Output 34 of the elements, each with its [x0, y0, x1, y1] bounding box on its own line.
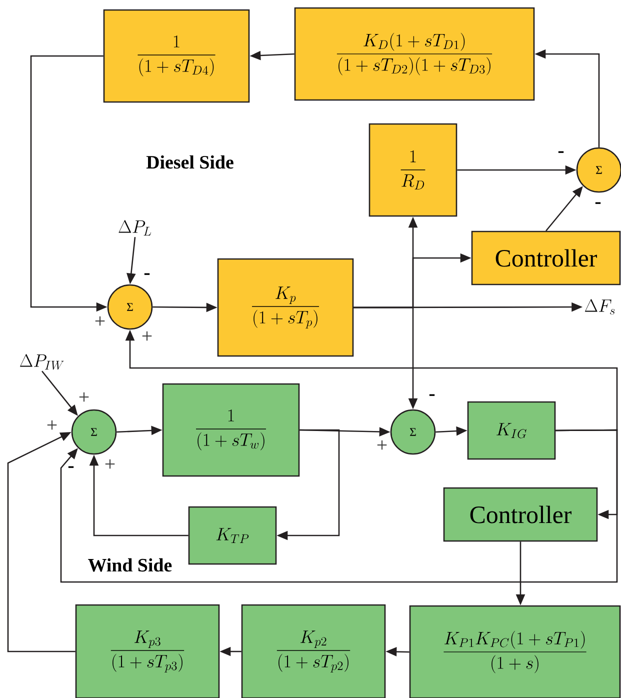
sign-label: +: [79, 392, 89, 402]
transfer-function-block: $\frac{K_{p2}}{(1+sT_{p2})}$: [241, 604, 386, 698]
signal-label: $\Delta P_L$: [118, 220, 152, 236]
transfer-function-block: $\frac{K_D(1+sT_{D1})}{(1+sT_{D2})(1+sT_{D3})}$: [294, 7, 535, 101]
signal-label: $\Delta F_s$: [584, 299, 615, 315]
sign-label: -: [429, 394, 435, 396]
side-label: Wind Side: [88, 558, 172, 572]
sign-label: +: [142, 331, 152, 341]
sign-label: -: [558, 151, 564, 153]
controller-block: Controller: [443, 487, 598, 542]
side-label: Diesel Side: [146, 155, 234, 169]
transfer-function-block: $\frac{1}{(1+sT_{D4})}$: [103, 9, 250, 103]
summing-junction: Σ: [107, 284, 153, 330]
sign-label: -: [595, 202, 601, 204]
sign-label: +: [377, 440, 387, 450]
transfer-function-block: $K_{TP}$: [188, 506, 277, 565]
sign-label: -: [144, 273, 150, 275]
sign-label: +: [47, 420, 57, 430]
transfer-function-block: $K_{IG}$: [467, 401, 556, 460]
sign-label: +: [95, 316, 105, 326]
sign-label: +: [105, 459, 115, 469]
transfer-function-block: $\frac{K_{P1}K_{PC}(1+sT_{P1})}{(1+s)}$: [409, 605, 621, 698]
transfer-function-block: $\frac{1}{(1+sT_w)}$: [162, 383, 300, 477]
signal-label: $\Delta P_{IW}$: [20, 354, 64, 370]
summing-junction: Σ: [71, 409, 117, 455]
transfer-function-block: $\frac{1}{R_D}$: [368, 123, 458, 217]
controller-block: Controller: [471, 230, 621, 286]
transfer-function-block: $\frac{K_{p3}}{(1+sT_{p3})}$: [75, 604, 220, 698]
sign-label: -: [68, 466, 74, 468]
summing-junction: Σ: [390, 409, 436, 455]
transfer-function-block: $\frac{K_p}{(1+sT_p)}$: [217, 258, 354, 357]
arrow: [7, 432, 76, 652]
summing-junction: Σ: [576, 147, 621, 193]
arrow: [60, 429, 618, 583]
